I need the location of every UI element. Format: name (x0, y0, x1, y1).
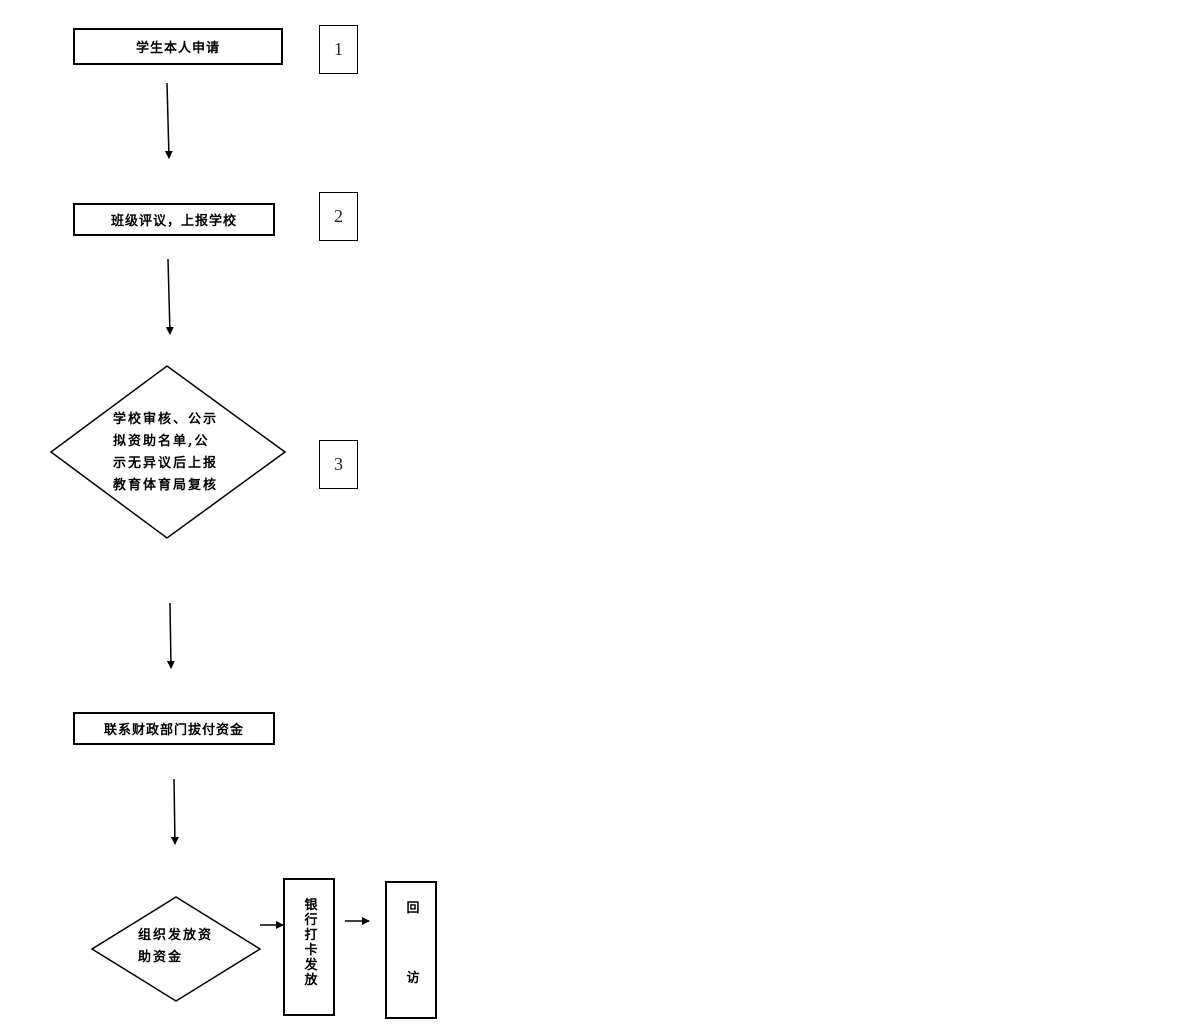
step5-label: 组织发放资助资金 (138, 928, 214, 965)
visit-char-2: 访 (406, 971, 420, 986)
step4-label: 联系财政部门拔付资金 (103, 723, 244, 738)
step5-diamond: 组织发放资助资金 (90, 895, 262, 1003)
step1-box: 学生本人申请 (73, 28, 283, 65)
arrow-step1-to-step2 (164, 82, 173, 159)
step1-label: 学生本人申请 (135, 41, 220, 56)
step-marker-1-label: 1 (334, 39, 343, 59)
bank-box: 银行打卡发放 (283, 878, 335, 1016)
step4-box: 联系财政部门拔付资金 (73, 712, 275, 745)
arrow-step3-to-step4 (166, 602, 175, 669)
step2-label: 班级评议，上报学校 (110, 214, 237, 229)
visit-box: 回 访 (385, 881, 437, 1019)
step-marker-2-label: 2 (334, 206, 343, 226)
visit-char-1: 回 (406, 901, 420, 916)
step3-diamond: 学校审核、公示拟资助名单,公示无异议后上报教育体育局复核 (49, 364, 287, 540)
step-marker-3-label: 3 (334, 454, 343, 474)
step-marker-2: 2 (319, 192, 358, 241)
step-marker-3: 3 (319, 440, 358, 489)
step-marker-1: 1 (319, 25, 358, 74)
step3-label: 学校审核、公示拟资助名单,公示无异议后上报教育体育局复核 (113, 412, 219, 493)
arrow-step4-to-step5 (170, 778, 179, 845)
arrow-step2-to-step3 (165, 258, 174, 335)
step3-diamond-shape (49, 365, 287, 539)
bank-label: 银行打卡发放 (304, 898, 318, 988)
step5-diamond-shape (90, 896, 262, 1002)
step2-box: 班级评议，上报学校 (73, 203, 275, 236)
